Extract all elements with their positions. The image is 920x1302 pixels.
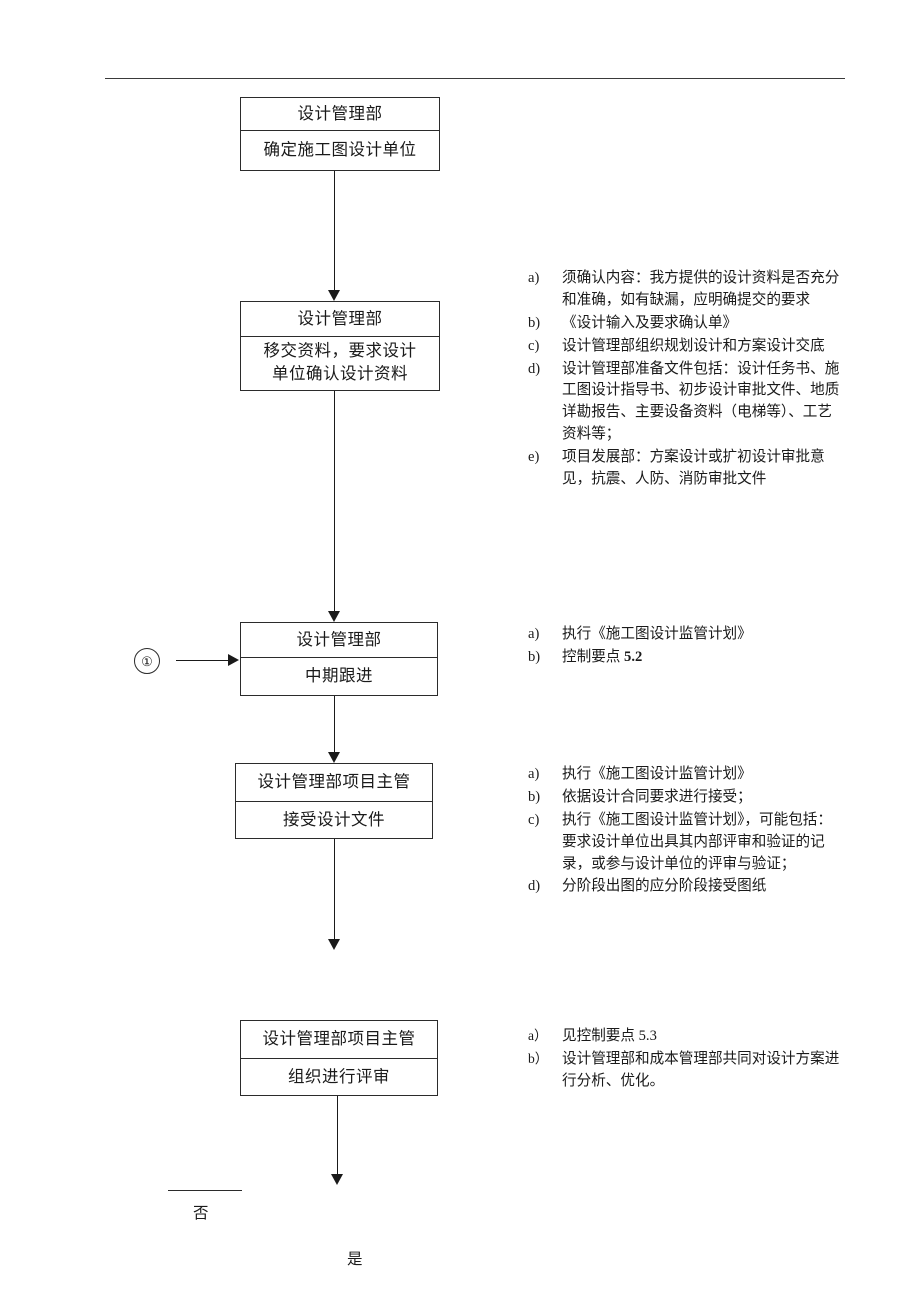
connector-line <box>334 391 335 611</box>
flow-node-role: 设计管理部项目主管 <box>236 764 432 802</box>
annotation-marker: a） <box>528 1028 548 1043</box>
branch-divider-line <box>168 1190 242 1191</box>
annotation-marker: e) <box>528 449 540 466</box>
annotation-item: a） 见控制要点 5.3 <box>528 1026 846 1048</box>
flow-node-accept-design-documents: 设计管理部项目主管 接受设计文件 <box>235 763 433 839</box>
arrow-down-icon <box>328 611 340 622</box>
annotation-item: d) 设计管理部准备文件包括：设计任务书、施工图设计指导书、初步设计审批文件、地… <box>528 359 846 447</box>
annotation-text: 见控制要点 5.3 <box>562 1028 657 1044</box>
annotation-text: 分阶段出图的应分阶段接受图纸 <box>562 878 767 895</box>
annotation-text: 执行《施工图设计监管计划》，可能包括：要求设计单位出具其内部评审和验证的记录，或… <box>562 811 832 872</box>
flow-node-role: 设计管理部 <box>241 623 437 658</box>
annotation-item: d) 分阶段出图的应分阶段接受图纸 <box>528 876 846 898</box>
connector-line <box>334 171 335 290</box>
annotation-item: c) 设计管理部组织规划设计和方案设计交底 <box>528 336 846 358</box>
annotation-marker: d) <box>528 878 541 895</box>
arrow-down-icon <box>328 752 340 763</box>
arrow-down-icon <box>328 290 340 301</box>
connector-line <box>337 1096 338 1174</box>
annotation-marker: b) <box>528 314 541 331</box>
annotation-item: a) 须确认内容：我方提供的设计资料是否充分和准确，如有缺漏，应明确提交的要求 <box>528 268 846 312</box>
annotation-item: a) 执行《施工图设计监管计划》 <box>528 624 846 646</box>
annotation-text: 《设计输入及要求确认单》 <box>562 314 738 331</box>
flow-node-action: 移交资料，要求设计 单位确认设计资料 <box>263 341 417 383</box>
annotation-marker: a) <box>528 270 540 286</box>
annotation-marker: d) <box>528 360 541 377</box>
flow-node-action: 中期跟进 <box>305 665 373 685</box>
annotation-block-midterm-followup: a) 执行《施工图设计监管计划》 b) 控制要点 5.2 <box>528 624 846 670</box>
annotation-block-accept-documents: a) 执行《施工图设计监管计划》 b) 依据设计合同要求进行接受； c) 执行《… <box>528 764 846 899</box>
flow-node-role: 设计管理部 <box>241 302 439 337</box>
annotation-text: 须确认内容：我方提供的设计资料是否充分和准确，如有缺漏，应明确提交的要求 <box>562 270 840 308</box>
annotation-text-plain: 控制要点 <box>562 648 625 665</box>
flow-node-role: 设计管理部 <box>241 98 439 131</box>
flow-node-midterm-followup: 设计管理部 中期跟进 <box>240 622 438 696</box>
branch-label-no: 否 <box>193 1205 209 1222</box>
flow-node-action: 确定施工图设计单位 <box>263 139 417 159</box>
annotation-text: 设计管理部准备文件包括：设计任务书、施工图设计指导书、初步设计审批文件、地质详勘… <box>562 360 840 443</box>
annotation-marker: a) <box>528 626 540 642</box>
annotation-item: c) 执行《施工图设计监管计划》，可能包括：要求设计单位出具其内部评审和验证的记… <box>528 810 846 876</box>
annotation-text: 依据设计合同要求进行接受； <box>562 788 752 805</box>
arrow-down-icon <box>328 939 340 950</box>
arrow-down-icon <box>331 1174 343 1185</box>
annotation-item: e) 项目发展部：方案设计或扩初设计审批意见，抗震、人防、消防审批文件 <box>528 447 846 491</box>
connector-line <box>334 696 335 752</box>
flow-node-confirm-design-unit: 设计管理部 确定施工图设计单位 <box>240 97 440 171</box>
annotation-item: b) 控制要点 5.2 <box>528 647 846 669</box>
flow-node-organize-review: 设计管理部项目主管 组织进行评审 <box>240 1020 438 1096</box>
annotation-marker: b) <box>528 788 541 805</box>
annotation-text: 控制要点 5.2 <box>562 647 846 669</box>
annotation-text: 执行《施工图设计监管计划》 <box>562 626 752 642</box>
flow-node-action: 组织进行评审 <box>288 1066 390 1086</box>
annotation-marker: b） <box>528 1050 549 1066</box>
annotation-item: b) 《设计输入及要求确认单》 <box>528 313 846 335</box>
flow-node-action: 接受设计文件 <box>283 809 385 829</box>
annotation-text: 项目发展部：方案设计或扩初设计审批意见，抗震、人防、消防审批文件 <box>562 449 825 488</box>
annotation-block-organize-review: a） 见控制要点 5.3 b） 设计管理部和成本管理部共同对设计方案进行分析、优… <box>528 1026 846 1094</box>
annotation-marker: c) <box>528 811 540 828</box>
annotation-text: 执行《施工图设计监管计划》 <box>562 766 752 782</box>
annotation-marker: c) <box>528 337 540 354</box>
connector-line <box>176 660 228 661</box>
annotation-marker: a) <box>528 766 540 782</box>
branch-label-yes: 是 <box>347 1251 363 1268</box>
annotation-item: b) 依据设计合同要求进行接受； <box>528 787 846 809</box>
flow-node-role: 设计管理部项目主管 <box>241 1021 437 1059</box>
arrow-right-icon <box>228 654 239 666</box>
annotation-text-emphasis: 5.2 <box>624 648 643 665</box>
flow-node-transfer-materials: 设计管理部 移交资料，要求设计 单位确认设计资料 <box>240 301 440 391</box>
annotation-marker: b) <box>528 648 541 665</box>
circled-reference-marker: ① <box>134 648 160 674</box>
annotation-item: a) 执行《施工图设计监管计划》 <box>528 764 846 786</box>
annotation-text: 设计管理部组织规划设计和方案设计交底 <box>562 337 825 354</box>
annotation-text: 设计管理部和成本管理部共同对设计方案进行分析、优化。 <box>562 1050 840 1089</box>
header-divider <box>105 78 845 79</box>
annotation-block-transfer-materials: a) 须确认内容：我方提供的设计资料是否充分和准确，如有缺漏，应明确提交的要求 … <box>528 268 846 492</box>
connector-line <box>334 839 335 939</box>
annotation-item: b） 设计管理部和成本管理部共同对设计方案进行分析、优化。 <box>528 1049 846 1093</box>
